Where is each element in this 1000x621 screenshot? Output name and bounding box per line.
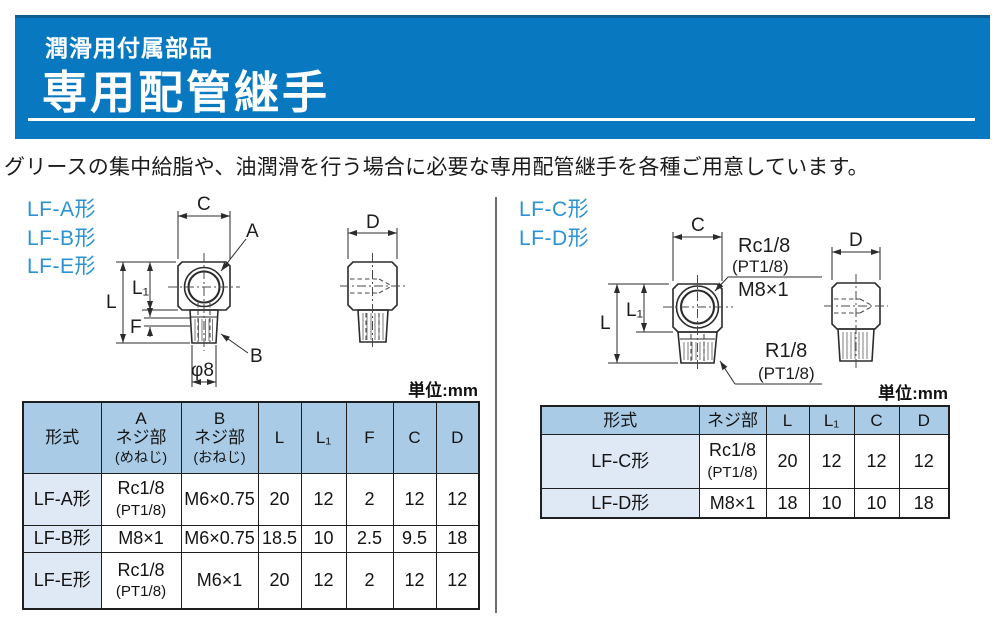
model-label-lf-a: LF-A形 [27,198,97,221]
column-header: C [853,405,900,435]
model-label-lf-e: LF-E形 [27,255,97,278]
value-cell: 20 [257,551,302,610]
thread-callout-pt18-top: (PT1/8) [732,257,789,276]
category-label: 潤滑用付属部品 [45,35,213,61]
column-header: D [898,405,950,435]
value-cell: M6×0.75 [180,472,259,526]
thread-callout-pt18-bottom: (PT1/8) [758,364,815,383]
value-cell: M8×1 [698,487,767,519]
value-cell: M6×0.75 [180,524,259,553]
value-cell: 12 [300,551,347,610]
value-cell: 12 [435,551,480,610]
thread-callout-r18: R1/8 [765,340,807,362]
title-underline [28,118,975,121]
header-band: 潤滑用付属部品 専用配管継手 [15,15,990,139]
value-cell: 12 [392,472,437,526]
column-header: 形式 [22,401,102,474]
value-cell: 18 [765,487,810,519]
value-cell: 18 [898,487,950,519]
dim-label-b: B [250,346,263,367]
dim-label-a: A [246,221,259,242]
value-cell: 18.5 [257,524,302,553]
unit-label-left: 単位:mm [408,381,478,400]
value-cell: 10 [853,487,900,519]
value-cell: 10 [808,487,855,519]
model-cell: LF-A形 [22,472,102,526]
column-header: L₁ [808,405,855,435]
column-header: L [765,405,810,435]
thread-callout-rc18: Rc1/8 [738,235,790,257]
value-cell: Rc1/8(PT1/8) [698,433,767,489]
value-cell: M8×1 [100,524,182,553]
lf-cd-technical-drawing: C L L₁ D Rc1/8 (PT1/8) M8×1 R1/8 (PT1/8) [600,215,888,385]
value-cell: 2.5 [345,524,394,553]
dim-label-c: C [691,215,705,236]
model-cell: LF-B形 [22,524,102,553]
column-header: F [345,401,394,474]
dim-label-l: L [106,292,117,313]
dim-label-l: L [600,313,611,334]
section-divider [495,197,497,613]
value-cell: M6×1 [180,551,259,610]
lf-abe-technical-drawing: C A L L₁ F B φ8 D [106,195,405,387]
side-stud-outline [357,309,389,343]
model-list-right: LF-C形 LF-D形 [519,196,589,253]
value-cell: 20 [257,472,302,526]
dim-label-d: D [366,212,380,233]
dim-label-l1: L₁ [626,300,643,321]
side-stud-outline [837,328,875,362]
value-cell: 2 [345,472,394,526]
column-header: ネジ部 [698,405,767,435]
dim-label-phi8: φ8 [191,360,214,381]
column-header: C [392,401,437,474]
intro-text: グリースの集中給脂や、油潤滑を行う場合に必要な専用配管継手を各種ご用意しています… [4,156,869,179]
value-cell: 12 [392,551,437,610]
model-label-lf-d: LF-D形 [519,226,590,250]
thread-callout-m8x1: M8×1 [738,279,789,301]
value-cell: 2 [345,551,394,610]
model-list-left: LF-A形 LF-B形 LF-E形 [27,196,96,282]
side-body-outline [347,261,398,311]
model-cell: LF-D形 [540,487,700,519]
dim-label-c: C [197,195,211,215]
front-stud-outline [677,331,718,364]
value-cell: 12 [898,433,950,489]
value-cell: 12 [435,472,480,526]
value-cell: 20 [765,433,810,489]
model-cell: LF-C形 [540,433,700,489]
model-cell: LF-E形 [22,551,102,610]
side-body-outline [831,282,881,330]
dim-label-l1: L₁ [132,278,149,299]
column-header: 形式 [540,405,700,435]
front-stud-outline [189,309,219,344]
model-label-lf-b: LF-B形 [27,226,97,250]
value-cell: 12 [853,433,900,489]
page-title: 専用配管継手 [42,67,331,118]
value-cell: 9.5 [392,524,437,553]
value-cell: 12 [300,472,347,526]
column-header: L [257,401,302,474]
dim-label-d: D [849,230,863,251]
model-label-lf-c: LF-C形 [519,198,590,221]
value-cell: 12 [808,433,855,489]
value-cell: Rc1/8(PT1/8) [100,551,182,610]
value-cell: Rc1/8(PT1/8) [100,472,182,526]
value-cell: 10 [300,524,347,553]
column-header: L₁ [300,401,347,474]
dim-label-f: F [130,317,142,338]
unit-label-right: 単位:mm [878,384,948,403]
value-cell: 18 [435,524,480,553]
column-header: D [435,401,480,474]
